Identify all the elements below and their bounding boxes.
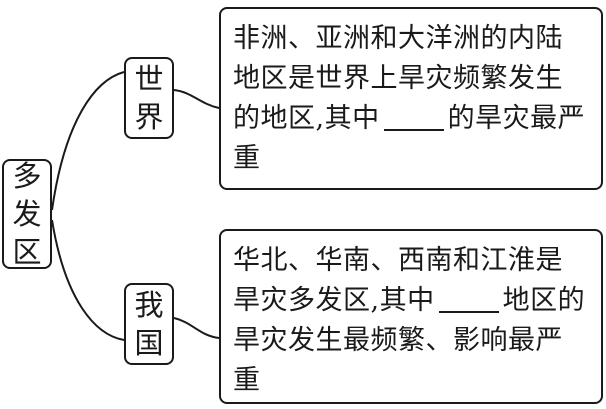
branch-char: 界: [134, 100, 164, 134]
branch-char: 国: [134, 326, 164, 360]
answer-blank[interactable]: [383, 103, 444, 131]
leaf-text-after: 地区的旱灾发生最频繁、影响最严重: [233, 285, 586, 396]
connector-world-to-leaf: [173, 89, 220, 109]
branch-node-world: 世 界: [124, 57, 174, 139]
connector-china-to-leaf: [173, 317, 220, 339]
branch-char: 世: [134, 62, 164, 96]
root-char: 发: [12, 197, 42, 231]
root-char: 多: [12, 159, 42, 193]
connector-root-to-china: [51, 219, 125, 341]
answer-blank[interactable]: [438, 285, 499, 313]
branch-char: 我: [134, 288, 164, 322]
leaf-node-world: 非洲、亚洲和大洋洲的内陆地区是世界上旱灾频繁发生的地区,其中的旱灾最严重: [219, 7, 603, 190]
root-char: 区: [12, 235, 42, 269]
leaf-text-before: 华北、华南、西南和江淮是旱灾多发区,其中: [233, 245, 563, 316]
leaf-node-china: 华北、华南、西南和江淮是旱灾多发区,其中地区的旱灾发生最频繁、影响最严重: [219, 229, 603, 404]
connector-root-to-world: [51, 71, 125, 211]
branch-node-china: 我 国: [124, 283, 174, 365]
leaf-text-after: 的旱灾最严重: [233, 103, 586, 174]
leaf-text-before: 非洲、亚洲和大洋洲的内陆地区是世界上旱灾频繁发生的地区,其中: [233, 23, 563, 134]
root-node: 多 发 区: [2, 159, 52, 269]
